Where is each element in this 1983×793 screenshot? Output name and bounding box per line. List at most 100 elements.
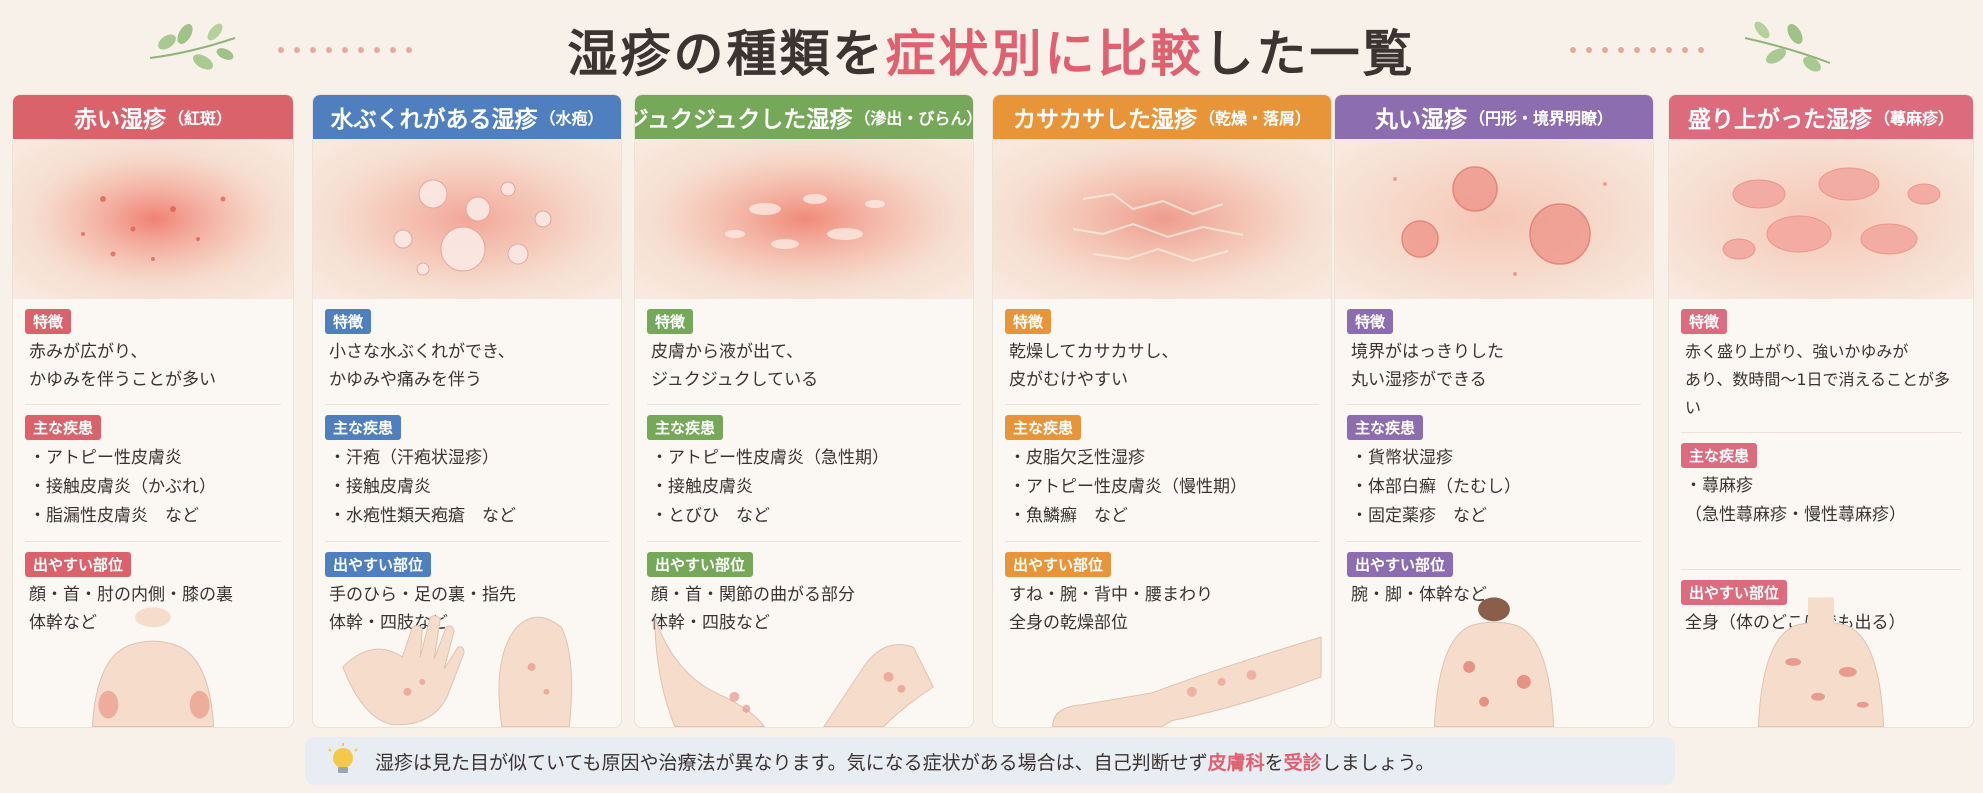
features-line: 皮がむけやすい <box>1009 370 1128 390</box>
diseases-label: 主な疾患 <box>325 415 402 440</box>
lightbulb-icon <box>328 743 358 773</box>
locations-label: 出やすい部位 <box>325 552 432 577</box>
disease-item: 接触皮膚炎 <box>329 473 609 502</box>
features-line: かゆみを伴うことが多い <box>29 370 216 390</box>
title-row: 湿疹の種類を症状別に比較した一覧 <box>0 0 1983 100</box>
features-line: 赤く盛り上がり、強いかゆみが <box>1685 342 1909 361</box>
features-line: かゆみや痛みを伴う <box>329 370 482 390</box>
diseases-list: 貨幣状湿疹 体部白癬（たむし） 固定薬疹 など <box>1347 444 1641 531</box>
features-line: 乾燥してカサカサし、 <box>1009 342 1179 362</box>
features-label: 特徴 <box>647 309 694 334</box>
location-line: 腕・脚・体幹など <box>1351 585 1487 605</box>
note-highlight-consult: 受診 <box>1283 751 1322 774</box>
diseases-list: 皮脂欠乏性湿疹 アトピー性皮膚炎（慢性期） 魚鱗癬 など <box>1005 444 1319 531</box>
advice-note: 湿疹は見た目が似ていても原因や治療法が異なります。気になる症状がある場合は、自己… <box>305 737 1675 785</box>
location-line: 体幹など <box>29 613 97 633</box>
location-line: 全身の乾燥部位 <box>1009 613 1128 633</box>
card-header: 赤い湿疹（紅斑） <box>13 95 293 139</box>
title-accent: 症状別に比較 <box>885 25 1204 83</box>
card-title: 丸い湿疹 <box>1374 107 1467 133</box>
locations-text: 顔・首・関節の曲がる部分 体幹・四肢など <box>647 581 961 637</box>
note-highlight-dermatology: 皮膚科 <box>1207 751 1265 774</box>
title-part2: した一覧 <box>1203 25 1416 83</box>
card-red-eczema: 赤い湿疹（紅斑） 特徴 赤みが広がり、 かゆみを伴うことが多い 主な疾患 アトピ… <box>12 94 294 728</box>
diseases-list: アトピー性皮膚炎 接触皮膚炎（かぶれ） 脂漏性皮膚炎 など <box>25 444 281 531</box>
diseases-label: 主な疾患 <box>647 415 724 440</box>
decorative-dots-right <box>1570 47 1704 53</box>
features-text: 乾燥してカサカサし、 皮がむけやすい <box>1005 338 1319 394</box>
locations-label: 出やすい部位 <box>647 552 754 577</box>
card-blister-eczema: 水ぶくれがある湿疹（水疱） 特徴 小さな水ぶくれができ、 かゆみや痛みを伴う 主… <box>312 94 622 728</box>
card-title: カサカサした湿疹 <box>1012 107 1197 133</box>
leaf-icon <box>1744 21 1831 72</box>
disease-item: 皮脂欠乏性湿疹 <box>1009 444 1319 473</box>
locations-text: 腕・脚・体幹など <box>1347 581 1641 609</box>
leg-illustration <box>1052 636 1322 727</box>
features-text: 境界がはっきりした 丸い湿疹ができる <box>1347 338 1641 394</box>
skin-illustration <box>993 139 1331 299</box>
features-line: 境界がはっきりした <box>1351 342 1504 362</box>
page-title: 湿疹の種類を症状別に比較した一覧 <box>568 14 1416 86</box>
diseases-list: アトピー性皮膚炎（急性期） 接触皮膚炎 とびひ など <box>647 444 961 531</box>
card-header: 水ぶくれがある湿疹（水疱） <box>313 95 621 139</box>
features-label: 特徴 <box>1681 309 1728 334</box>
leaf-icon <box>149 23 236 70</box>
disease-item: 接触皮膚炎（かぶれ） <box>29 473 281 502</box>
note-text: を <box>1264 751 1284 774</box>
features-text: 皮膚から液が出て、 ジュクジュクしている <box>647 338 961 394</box>
disease-item: 接触皮膚炎 <box>651 473 961 502</box>
decorative-dots-left <box>278 47 412 53</box>
card-header: 丸い湿疹（円形・境界明瞭） <box>1335 95 1653 139</box>
back-body-illustration <box>1433 597 1555 727</box>
features-line: ジュクジュクしている <box>651 370 819 390</box>
note-text: しましょう。 <box>1321 751 1435 774</box>
card-subtitle: （乾燥・落屑） <box>1198 109 1311 128</box>
disease-item: アトピー性皮膚炎 <box>29 444 281 473</box>
features-text: 赤みが広がり、 かゆみを伴うことが多い <box>25 338 281 394</box>
skin-illustration <box>1669 139 1973 299</box>
disease-item: アトピー性皮膚炎（慢性期） <box>1009 473 1319 502</box>
location-line: 手のひら・足の裏・指先 <box>329 585 516 605</box>
disease-item: 蕁麻疹 <box>1685 472 1961 501</box>
card-subtitle: （円形・境界明瞭） <box>1468 109 1613 128</box>
features-text: 赤く盛り上がり、強いかゆみが あり、数時間〜1日で消えることが多い <box>1681 338 1961 422</box>
features-line: 小さな水ぶくれができ、 <box>329 342 515 362</box>
locations-text: すね・腕・背中・腰まわり 全身の乾燥部位 <box>1005 581 1319 637</box>
card-header: 盛り上がった湿疹（蕁麻疹） <box>1669 95 1973 139</box>
note-text: 湿疹は見た目が似ていても原因や治療法が異なります。気になる症状がある場合は、自己… <box>375 751 1208 774</box>
eczema-card-list: 赤い湿疹（紅斑） 特徴 赤みが広がり、 かゆみを伴うことが多い 主な疾患 アトピ… <box>12 94 1974 728</box>
location-line: 顔・首・関節の曲がる部分 <box>651 585 855 605</box>
features-label: 特徴 <box>325 309 372 334</box>
skin-illustration <box>13 139 293 299</box>
disease-item: 水疱性類天疱瘡 など <box>329 502 609 531</box>
diseases-label: 主な疾患 <box>1347 415 1424 440</box>
card-round-eczema: 丸い湿疹（円形・境界明瞭） 特徴 境界がはっきりした 丸い湿疹ができる 主な疾患… <box>1334 94 1654 728</box>
title-part1: 湿疹の種類を <box>567 25 886 83</box>
card-raised-eczema: 盛り上がった湿疹（蕁麻疹） 特徴 赤く盛り上がり、強いかゆみが あり、数時間〜1… <box>1668 94 1974 728</box>
features-line: あり、数時間〜1日で消えることが多い <box>1685 370 1951 417</box>
card-header: カサカサした湿疹（乾燥・落屑） <box>993 95 1331 139</box>
card-title: 赤い湿疹 <box>73 107 166 133</box>
diseases-list: 蕁麻疹 （急性蕁麻疹・慢性蕁麻疹） <box>1681 472 1961 530</box>
card-title: ジュクジュクした湿疹 <box>634 107 853 133</box>
location-line: 体幹・四肢など <box>651 613 770 633</box>
card-title: 水ぶくれがある湿疹 <box>330 107 538 133</box>
locations-label: 出やすい部位 <box>25 552 132 577</box>
features-line: 赤みが広がり、 <box>29 342 148 362</box>
card-header: ジュクジュクした湿疹（滲出・びらん） <box>635 95 973 139</box>
card-subtitle: （蕁麻疹） <box>1873 109 1954 128</box>
location-line: すね・腕・背中・腰まわり <box>1009 585 1213 605</box>
card-dry-eczema: カサカサした湿疹（乾燥・落屑） 特徴 乾燥してカサカサし、 皮がむけやすい 主な… <box>992 94 1332 728</box>
skin-illustration <box>635 139 973 299</box>
disease-item: 脂漏性皮膚炎 など <box>29 502 281 531</box>
card-subtitle: （水疱） <box>539 109 604 128</box>
diseases-label: 主な疾患 <box>1005 415 1082 440</box>
disease-item: 体部白癬（たむし） <box>1351 473 1641 502</box>
disease-item: 固定薬疹 など <box>1351 502 1641 531</box>
card-oozing-eczema: ジュクジュクした湿疹（滲出・びらん） 特徴 皮膚から液が出て、 ジュクジュクして… <box>634 94 974 728</box>
diseases-label: 主な疾患 <box>1681 443 1758 468</box>
disease-item-note: （急性蕁麻疹・慢性蕁麻疹） <box>1685 505 1906 525</box>
skin-illustration <box>313 139 621 299</box>
locations-label: 出やすい部位 <box>1347 552 1454 577</box>
locations-text: 顔・首・肘の内側・膝の裏 体幹など <box>25 581 281 637</box>
